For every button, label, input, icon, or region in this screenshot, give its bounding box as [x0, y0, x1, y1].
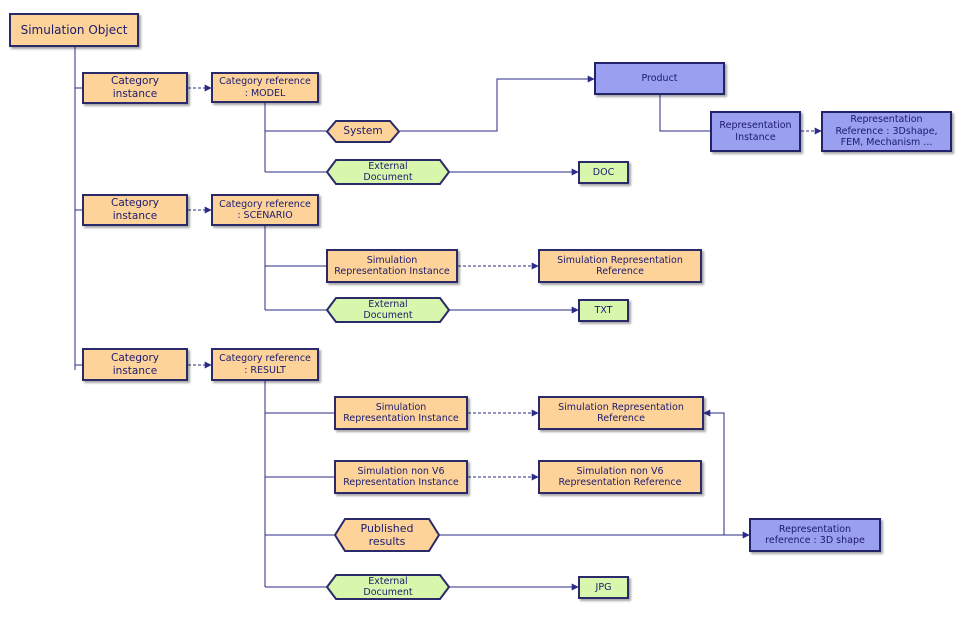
external-document-label-2: External Document: [363, 298, 413, 321]
category-instance-box-2: Category instance: [82, 194, 188, 226]
category-instance-box-3: Category instance: [82, 348, 188, 381]
simulation-representation-reference-box-2: Simulation Representation Reference: [538, 396, 704, 430]
connector-published-simref2: [703, 409, 725, 535]
external-document-label-3: External Document: [363, 575, 413, 598]
category-reference-model-box: Category reference : MODEL: [211, 72, 319, 103]
simulation-non-v6-instance-box: Simulation non V6 Representation Instanc…: [334, 460, 468, 494]
simulation-representation-reference-box-1: Simulation Representation Reference: [538, 249, 702, 283]
published-results-label: Published results: [360, 521, 414, 548]
simulation-object-box: Simulation Object: [9, 13, 139, 47]
connector-product-repinst: [659, 95, 710, 132]
external-document-hexagon-3: External Document: [325, 574, 451, 600]
external-document-hexagon-1: External Document: [325, 159, 451, 185]
connector-system-product: [400, 75, 595, 132]
doc-box: DOC: [578, 161, 629, 184]
published-results-hexagon: Published results: [333, 518, 441, 552]
representation-instance-box: Representation Instance: [710, 111, 801, 152]
category-reference-scenario-box: Category reference : SCENARIO: [211, 194, 319, 226]
txt-box: TXT: [578, 299, 629, 322]
representation-reference-3dshape-fem-box: Representation Reference : 3Dshape, FEM,…: [821, 111, 952, 152]
simulation-non-v6-reference-box: Simulation non V6 Representation Referen…: [538, 460, 702, 494]
system-label: System: [343, 125, 383, 138]
external-document-hexagon-2: External Document: [325, 297, 451, 323]
product-box: Product: [594, 62, 725, 95]
jpg-box: JPG: [578, 576, 629, 599]
simulation-representation-instance-box-2: Simulation Representation Instance: [334, 396, 468, 430]
category-reference-result-box: Category reference : RESULT: [211, 348, 319, 381]
external-document-label-1: External Document: [363, 160, 413, 183]
category-instance-box-1: Category instance: [82, 72, 188, 104]
system-hexagon: System: [325, 120, 401, 143]
simulation-representation-instance-box-1: Simulation Representation Instance: [326, 249, 458, 283]
representation-reference-3d-shape-box: Representation reference : 3D shape: [749, 518, 881, 552]
